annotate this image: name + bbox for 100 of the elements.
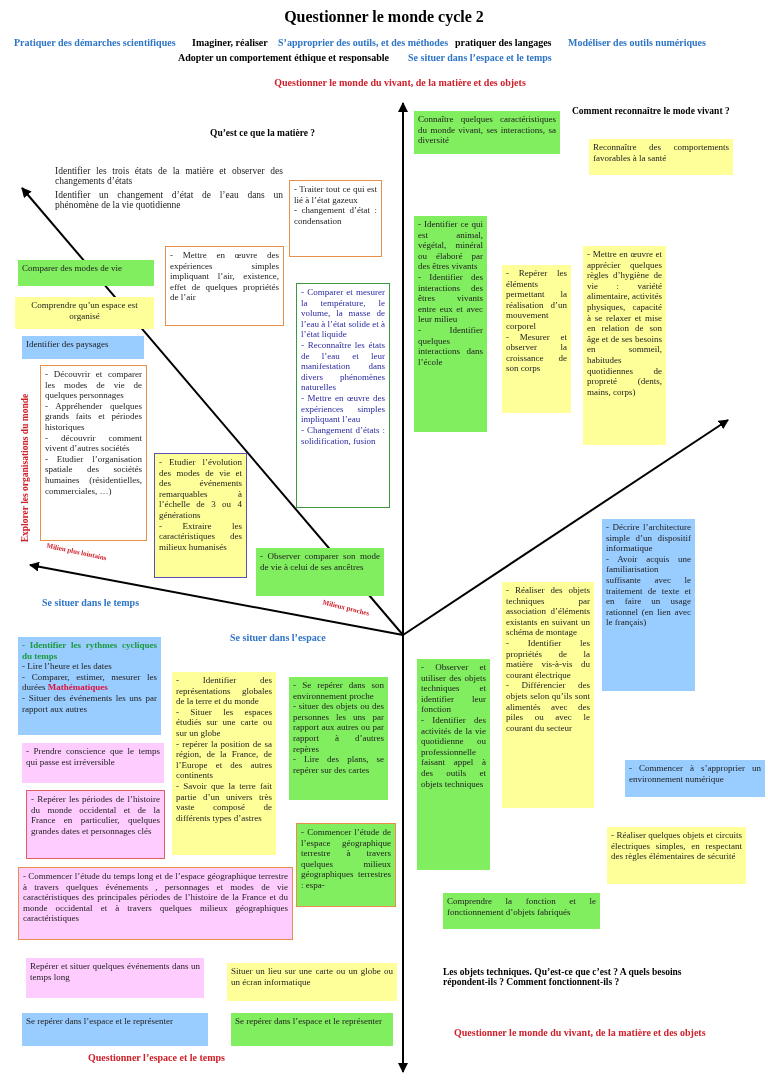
card-text: - Mesurer et observer la croissance de son corps — [506, 331, 567, 375]
card-text: - repérer la position de sa région, de la France, de l’Europe et des autres continents — [176, 738, 272, 782]
axis-label: Explorer les organisations du monde — [20, 392, 30, 545]
card-text: - Réaliser quelques objets et circuits électriques simples, en respectant des règles élémentaires de sécurité — [611, 830, 742, 862]
section-heading: Questionner le monde du vivant, de la matière et des objets — [454, 1027, 706, 1038]
note-card — [40, 365, 147, 541]
note-card — [417, 659, 490, 870]
card-text: - Savoir que la terre fait partie d’un univers très vaste composé de différents types d’astres — [176, 781, 272, 824]
note-card — [414, 111, 560, 154]
question-heading: Comment reconnaître le mode vivant ? — [572, 106, 730, 116]
card-text: - Identifier quelques interactions dans l’école — [418, 325, 483, 368]
note-card — [289, 677, 388, 800]
competency-label: Modéliser des outils numériques — [568, 37, 706, 48]
card-text: - Etudier l’évolution des modes de vie et des événements remarquables à l’échelle de 3 ou 4 générations — [159, 457, 242, 521]
card-text: Se repérer dans l’espace et le représenter — [26, 1016, 174, 1027]
card-text: - Observer comparer son mode de vie à celui de ses ancêtres — [260, 551, 380, 573]
card-text: - Commencer l’étude de l’espace géographique terrestre à travers quelques milieux géographiques terrestres : espa- — [301, 827, 391, 891]
card-text: - Appréhender quelques grands faits et périodes historiques — [45, 400, 142, 433]
card-text: - Extraire les caractéristiques des milieux humanisés — [159, 520, 242, 553]
card-text: - découvrir comment vivent d’autres sociétés — [45, 432, 142, 454]
note-card — [18, 867, 293, 940]
card-text: - Décrire l’architecture simple d’un dispositif informatique — [606, 522, 691, 554]
note-card — [231, 1013, 393, 1046]
card-text: - Mettre en œuvre des expériences simples impliquant l’eau — [301, 393, 385, 425]
card-text: - Repérer les éléments permettant la réalisation d’un mouvement corporel — [506, 268, 567, 332]
card-text: Se repérer dans l’espace et le représenter — [235, 1016, 383, 1027]
card-text: - Identifier les rythmes cycliques du temps — [22, 640, 157, 662]
card-text: - Repérer les périodes de l’histoire du monde occidental et de la France en particulier, quelques grandes dates et personnages clés — [31, 794, 160, 837]
card-text: - Découvrir et comparer les modes de vie de quelques personnages — [45, 369, 142, 401]
card-text: - Lire l’heure et les dates — [22, 661, 113, 672]
note-card — [18, 260, 154, 286]
section-heading: Questionner l’espace et le temps — [88, 1052, 225, 1063]
competency-label: Imaginer, réaliser — [192, 37, 268, 48]
note-card — [22, 1013, 208, 1046]
card-text: - Changement d’états : solidification, fusion — [301, 424, 385, 447]
note-card — [22, 336, 144, 359]
note-card — [154, 453, 247, 578]
card-text: - changement d’état : condensation — [294, 205, 377, 227]
competency-label: S’approprier des outils, et des méthodes — [278, 37, 449, 48]
card-text: - Identifier les propriétés de la matière vis-à-vis du courant électrique — [506, 638, 590, 681]
card-text: - Identifier des activités de la vie quotidienne ou professionnelle faisant appel à des outils et objets techniques — [421, 715, 486, 790]
card-text: - Réaliser des objets techniques par association d’éléments existants en suivant un schéma de montage — [506, 585, 590, 639]
page-title: Questionner le monde cycle 2 — [283, 8, 485, 26]
competency-label: pratiquer des langages — [455, 37, 552, 48]
note-card — [502, 582, 594, 808]
card-text: Reconnaître des comportements favorables à la santé — [593, 142, 729, 164]
note-card — [15, 297, 154, 329]
card-text: Comparer des modes de vie — [22, 263, 123, 274]
card-text: - Reconnaître les états de l’eau et leur manifestation dans divers phénomènes naturelles — [301, 340, 385, 394]
note-card — [443, 893, 600, 929]
note-card — [296, 283, 390, 508]
note-card — [414, 216, 487, 432]
card-text: - Différencier des objets selon qu’ils sont alimentés avec des piles ou avec le courant du secteur — [506, 680, 590, 734]
card-text: Connaître quelques caractéristiques du monde vivant, ses interactions, sa diversité — [418, 114, 556, 146]
competency-label: Pratiquer des démarches scientifiques — [14, 37, 176, 48]
note-card — [589, 139, 733, 175]
note-card — [165, 246, 284, 326]
note-card — [502, 265, 571, 413]
note-card — [296, 823, 396, 907]
note-card — [227, 963, 397, 1001]
card-text: - Mettre en œuvre et apprécier quelques règles d’hygiène de vie : variété alimentaire, activités physiques, capacité à se relaxer et mise en relation de son âge et de ses besoins en sommeil, habitudes quotidiennes de propreté (dents, mains, corps) — [587, 249, 662, 398]
card-text: - situer des objets ou des personnes les uns par rapport aux autres ou par rapport à d’autres repères — [293, 701, 384, 755]
section-heading: Questionner le monde du vivant, de la matière et des objets — [273, 77, 527, 88]
note-card — [26, 790, 165, 859]
competency-label: Adopter un comportement éthique et responsable — [178, 52, 389, 63]
card-text: - Mettre en œuvre des expériences simples impliquant l’air, existence, effet de quelques propriétés de l’air — [170, 250, 279, 304]
objective-text: Identifier les trois états de la matière et observer des changements d’états — [55, 166, 283, 186]
card-text: - Observer et utiliser des objets techniques et identifier leur fonction — [421, 662, 486, 716]
card-text: - Traiter tout ce qui est lié à l’état gazeux — [294, 184, 377, 206]
card-text: - Situer les espaces étudiés sur une carte ou sur un globe — [176, 706, 272, 739]
card-text: - Lire des plans, se repérer sur des cartes — [293, 754, 384, 776]
card-text: - Comparer, estimer, mesurer les durées Mathématiques — [22, 671, 157, 694]
note-card — [583, 246, 666, 445]
note-card — [172, 672, 276, 855]
card-text: Repérer et situer quelques événements dans un temps long — [30, 961, 200, 983]
question-heading: Qu’est ce que la matière ? — [210, 128, 316, 138]
card-text: - Etudier l’organisation spatiale des sociétés humaines (résidentielles, commerciales, …) — [45, 453, 142, 497]
card-text: - Identifier des interactions des êtres vivants entre eux et avec leur milieu — [418, 272, 483, 326]
axis-label: Se situer dans l’espace — [230, 632, 326, 643]
card-text: - Commencer l’étude du temps long et de l’espace géographique terrestre à travers quelques événements , personnages et modes de vie caractéristiques des principales périodes de l’histoire de la France et du monde occidental et à travers quelques milieux géographiques caractéristiques — [23, 871, 288, 925]
note-card — [607, 827, 746, 884]
question-heading: Les objets techniques. Qu’est-ce que c’est ? A quels besoins répondent-ils ? Comment fonctionnent-ils ? — [443, 967, 683, 987]
card-text: - Identifier des représentations globales de la terre et du monde — [176, 675, 272, 707]
card-text: - Situer des événements les uns par rapport aux autres — [22, 693, 157, 715]
note-card — [18, 637, 161, 735]
card-text: - Avoir acquis une familiarisation suffisante avec le traitement de texte et en faire un usage rationnel (en lien avec le français) — [606, 553, 691, 629]
competency-label: Se situer dans l’espace et le temps — [408, 52, 552, 63]
card-text: - Comparer et mesurer la température, le volume, la masse de l’eau à l’état solide et à l’état liquide — [301, 287, 385, 341]
note-card — [256, 548, 384, 596]
card-text: - Prendre conscience que le temps qui passe est irréversible — [26, 746, 160, 768]
card-text: Comprendre qu’un espace est organisé — [30, 300, 139, 322]
card-text: - Se repérer dans son environnement proche — [293, 680, 384, 702]
card-text: Situer un lieu sur une carte ou un globe ou un écran informatique — [231, 966, 393, 988]
axis-label: Se situer dans le temps — [42, 597, 140, 608]
note-card — [602, 519, 695, 691]
note-card — [625, 760, 765, 797]
card-text: - Commencer à s’approprier un environnement numérique — [629, 763, 761, 785]
card-text: - Identifier ce qui est animal, végétal, minéral ou élaboré par des êtres vivants — [418, 219, 483, 273]
card-text: Identifier des paysages — [26, 339, 110, 350]
note-card — [26, 958, 204, 998]
